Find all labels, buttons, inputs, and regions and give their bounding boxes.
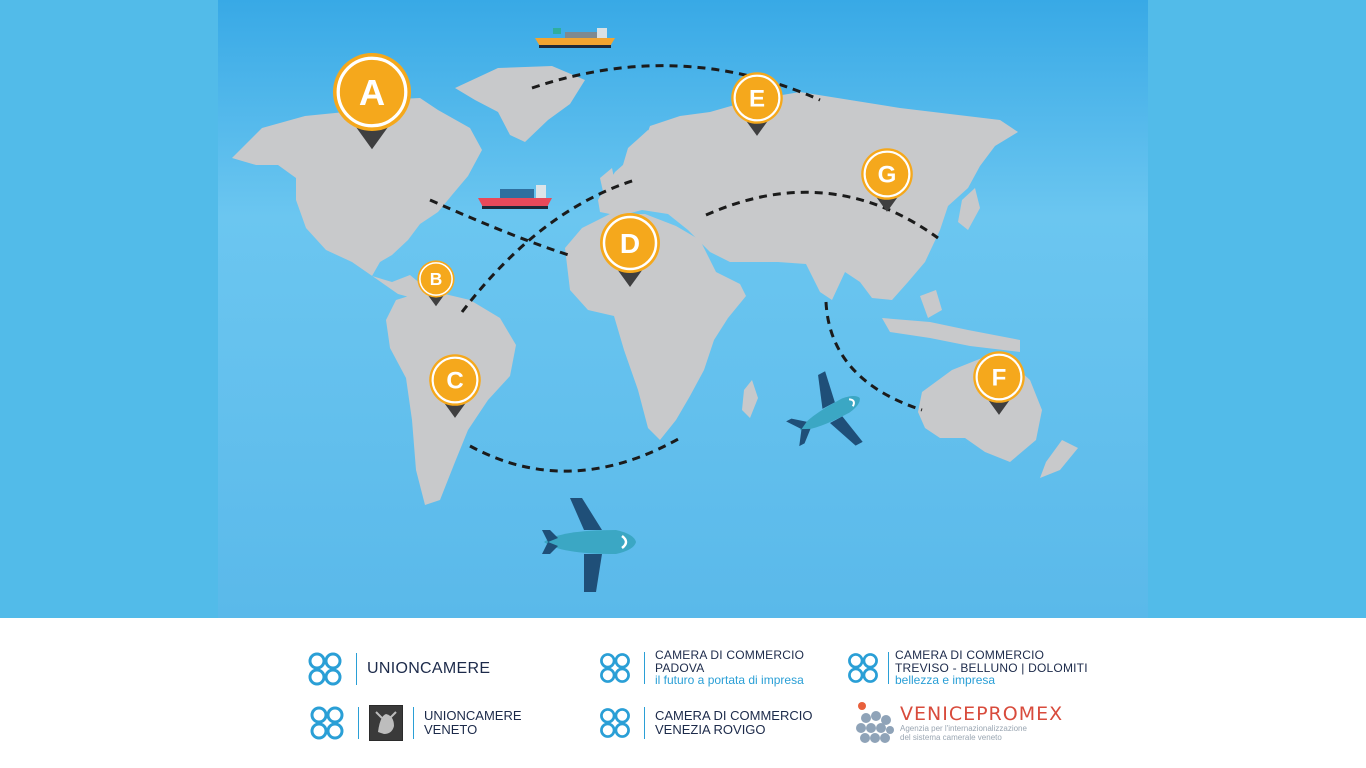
japan: [958, 188, 980, 230]
camera-padova-logo: CAMERA DI COMMERCIO PADOVA il futuro a p…: [596, 649, 804, 687]
route-sa-africa: [469, 436, 681, 473]
logo-divider: [413, 707, 414, 739]
camera-commercio-icon: [848, 653, 878, 683]
camera-treviso-belluno-logo: CAMERA DI COMMERCIO TREVISO - BELLUNO | …: [844, 649, 1088, 687]
airplane-icon: [542, 498, 636, 592]
venicepromex-sphere-icon: [856, 702, 894, 743]
marker-c: C: [428, 353, 482, 419]
world-map: A B C D E F G: [218, 0, 1148, 618]
lion-seal-icon: [369, 705, 403, 741]
treviso-tagline: bellezza e impresa: [895, 673, 996, 688]
venicepromex-logo: VENICEPROMEX Agenzia per l'internazional…: [852, 700, 1063, 748]
venicepromex-sub1: Agenzia per l'internazionalizzazione: [900, 724, 1027, 734]
airplane-icon: [786, 371, 863, 447]
unioncamere-veneto-line1: UNIONCAMERE: [424, 708, 522, 724]
marker-f: F: [972, 350, 1026, 416]
scandinavia: [620, 130, 660, 178]
africa: [565, 214, 746, 440]
padova-tagline: il futuro a portata di impresa: [655, 673, 804, 688]
marker-d-label: D: [620, 228, 640, 259]
treviso-line1: CAMERA DI COMMERCIO: [895, 648, 1045, 663]
route-india-australia: [824, 301, 923, 412]
camera-commercio-icon: [600, 708, 630, 738]
venezia-line1: CAMERA DI COMMERCIO: [655, 708, 813, 724]
camera-venezia-rovigo-logo: CAMERA DI COMMERCIO VENEZIA ROVIGO: [596, 704, 812, 742]
continents: [232, 66, 1078, 505]
padova-line1: CAMERA DI COMMERCIO: [655, 648, 805, 663]
cargo-ship-icon: [535, 28, 615, 48]
marker-b-label: B: [430, 269, 443, 289]
marker-c-label: C: [446, 368, 463, 395]
marker-g-label: G: [878, 162, 897, 189]
venicepromex-sub2: del sistema camerale veneto: [900, 732, 1002, 742]
north-america: [232, 98, 482, 300]
camera-commercio-icon: [308, 652, 342, 686]
unioncamere-veneto-line2: VENETO: [424, 722, 478, 737]
unioncamere-name: UNIONCAMERE: [367, 659, 491, 677]
map-banner: A B C D E F G: [0, 0, 1366, 618]
marker-b: B: [416, 259, 456, 308]
logo-divider: [358, 707, 359, 739]
unioncamere-veneto-logo: UNIONCAMERE VENETO: [306, 702, 522, 744]
marker-a-label: A: [359, 72, 385, 113]
camera-commercio-icon: [600, 653, 630, 683]
treviso-line2: TREVISO - BELLUNO | DOLOMITI: [895, 660, 1088, 675]
logo-divider: [644, 652, 645, 684]
venicepromex-name: VENICEPROMEX: [900, 703, 1064, 726]
footer-logos: UNIONCAMERE UNIONCAMERE VENETO: [0, 618, 1366, 768]
marker-a: A: [331, 51, 413, 151]
routes: [429, 64, 939, 473]
marker-e-label: E: [749, 86, 765, 113]
padova-line2: PADOVA: [655, 660, 705, 675]
route-africa-china: [705, 190, 939, 240]
marker-d: D: [598, 211, 662, 289]
logo-divider: [888, 652, 889, 684]
camera-commercio-icon: [310, 706, 344, 740]
route-greenland-russia: [531, 64, 821, 102]
eurasia: [598, 92, 1018, 300]
indonesia: [882, 318, 1020, 352]
cargo-ship-icon: [478, 185, 552, 209]
route-sa-europe: [460, 178, 636, 313]
marker-e: E: [730, 71, 784, 137]
new-zealand: [1040, 440, 1078, 478]
venezia-line2: VENEZIA ROVIGO: [655, 722, 766, 737]
marker-f-label: F: [992, 365, 1007, 392]
logo-divider: [356, 653, 357, 685]
route-na-africa: [429, 198, 573, 258]
logo-divider: [644, 707, 645, 739]
greenland: [455, 66, 585, 142]
unioncamere-logo: UNIONCAMERE: [304, 648, 490, 690]
marker-g: G: [860, 147, 914, 213]
madagascar: [742, 380, 758, 418]
